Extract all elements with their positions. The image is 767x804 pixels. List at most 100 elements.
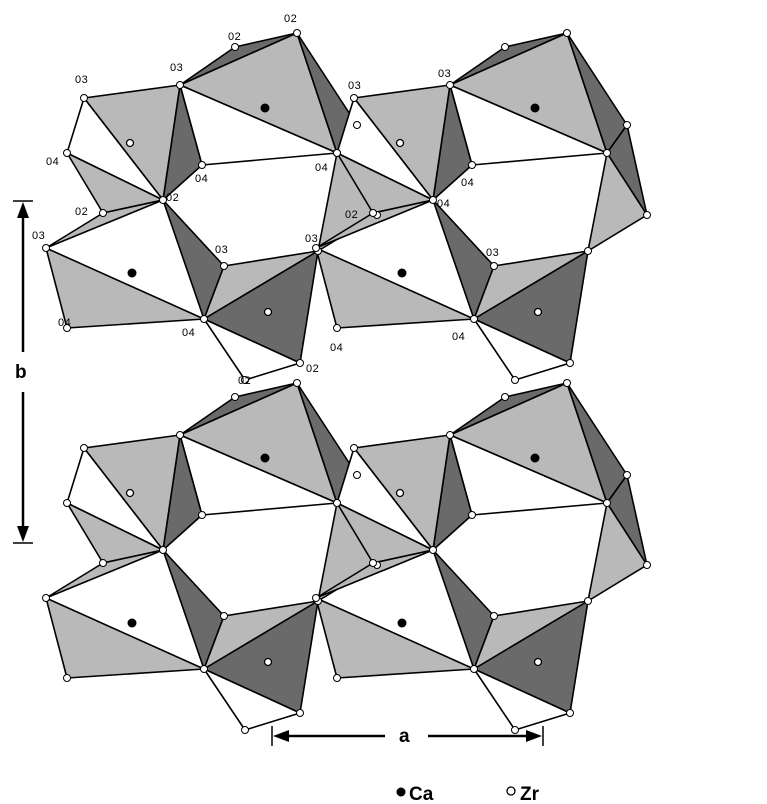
atom-label-o2: 02 (306, 363, 319, 375)
oxygen-vertex (584, 597, 592, 605)
a-axis-indicator: a (271, 726, 544, 747)
oxygen-vertex (511, 376, 519, 384)
atom-labels: 02 02 03 03 03 03 04 04 04 04 04 02 02 0… (32, 13, 499, 387)
ca-atom-marker (530, 453, 540, 463)
atom-label-o3: 03 (348, 80, 361, 92)
unit-cell-tile (45, 32, 378, 381)
atom-label-o3: 03 (215, 244, 228, 256)
b-axis-label: b (15, 362, 27, 383)
atom-label-o3: 03 (486, 247, 499, 259)
unit-cell-tile (315, 382, 648, 731)
oxygen-vertex (623, 121, 631, 129)
oxygen-vertex (293, 379, 301, 387)
shaded-polyhedron-face (45, 199, 164, 249)
oxygen-vertex (99, 559, 107, 567)
oxygen-vertex (623, 471, 631, 479)
atom-label-o2: 02 (75, 206, 88, 218)
atom-label-o3: 03 (32, 230, 45, 242)
oxygen-vertex (501, 393, 509, 401)
oxygen-vertex (490, 612, 498, 620)
oxygen-vertex (176, 431, 184, 439)
oxygen-vertex (584, 247, 592, 255)
oxygen-vertex (312, 594, 320, 602)
oxygen-vertex (200, 315, 208, 323)
ca-atom-marker (127, 618, 137, 628)
shaded-polyhedron-face (45, 597, 205, 679)
oxygen-vertex (566, 709, 574, 717)
legend: Ca Zr (396, 784, 540, 804)
oxygen-vertex (241, 726, 249, 734)
open-polyhedron-face (473, 318, 571, 381)
zr-atom-marker (125, 138, 135, 148)
oxygen-vertex (159, 196, 167, 204)
atom-label-o3: 03 (305, 233, 318, 245)
oxygen-vertex (353, 121, 361, 129)
oxygen-vertex (63, 149, 71, 157)
oxygen-vertex (470, 665, 478, 673)
oxygen-vertex (563, 379, 571, 387)
atom-label-o2: 02 (345, 209, 358, 221)
shaded-polyhedron-face (315, 199, 434, 249)
oxygen-vertex (468, 511, 476, 519)
polyhedra-layer (45, 32, 648, 731)
unit-cell-tile (45, 382, 378, 731)
oxygen-vertex (63, 324, 71, 332)
oxygen-vertex (353, 471, 361, 479)
atom-label-o4: 04 (58, 317, 71, 329)
open-polyhedron-face (473, 668, 571, 731)
oxygen-vertex (350, 94, 358, 102)
oxygen-vertex (350, 444, 358, 452)
oxygen-vertex (468, 161, 476, 169)
atom-markers-layer (42, 29, 651, 734)
atom-label-o4: 04 (461, 177, 474, 189)
oxygen-vertex (470, 315, 478, 323)
oxygen-vertex (63, 674, 71, 682)
atom-label-o4: 04 (46, 156, 59, 168)
oxygen-vertex (296, 709, 304, 717)
zr-atom-marker (533, 307, 543, 317)
shaded-polyhedron-face (315, 247, 475, 329)
atom-label-o4: 04 (182, 327, 195, 339)
ca-atom-marker (260, 453, 270, 463)
oxygen-vertex (220, 262, 228, 270)
atom-label-o3: 03 (438, 68, 451, 80)
oxygen-vertex (200, 665, 208, 673)
oxygen-vertex (176, 81, 184, 89)
zr-atom-marker (395, 138, 405, 148)
atom-label-o4: 04 (315, 162, 328, 174)
oxygen-vertex (429, 546, 437, 554)
oxygen-vertex (501, 43, 509, 51)
zr-atom-marker (263, 657, 273, 667)
shaded-polyhedron-face (45, 549, 164, 599)
zr-atom-marker (533, 657, 543, 667)
oxygen-vertex (42, 594, 50, 602)
oxygen-vertex (80, 94, 88, 102)
open-polyhedron-face (203, 668, 301, 731)
oxygen-vertex (80, 444, 88, 452)
oxygen-vertex (241, 376, 249, 384)
oxygen-vertex (293, 29, 301, 37)
b-axis-indicator: b (13, 200, 33, 544)
zr-legend-marker (506, 786, 516, 796)
oxygen-vertex (369, 209, 377, 217)
oxygen-vertex (63, 499, 71, 507)
zr-legend-label: Zr (520, 784, 540, 804)
oxygen-vertex (566, 359, 574, 367)
ca-atom-marker (260, 103, 270, 113)
oxygen-vertex (446, 81, 454, 89)
oxygen-vertex (643, 211, 651, 219)
atom-label-o2: 02 (284, 13, 297, 25)
oxygen-vertex (511, 726, 519, 734)
shaded-polyhedron-face (587, 502, 648, 602)
ca-atom-marker (397, 618, 407, 628)
oxygen-vertex (312, 244, 320, 252)
oxygen-vertex (42, 244, 50, 252)
oxygen-vertex (603, 499, 611, 507)
oxygen-vertex (231, 393, 239, 401)
a-axis-label: a (399, 726, 410, 747)
oxygen-vertex (333, 149, 341, 157)
oxygen-vertex (159, 546, 167, 554)
zr-atom-marker (263, 307, 273, 317)
oxygen-vertex (296, 359, 304, 367)
